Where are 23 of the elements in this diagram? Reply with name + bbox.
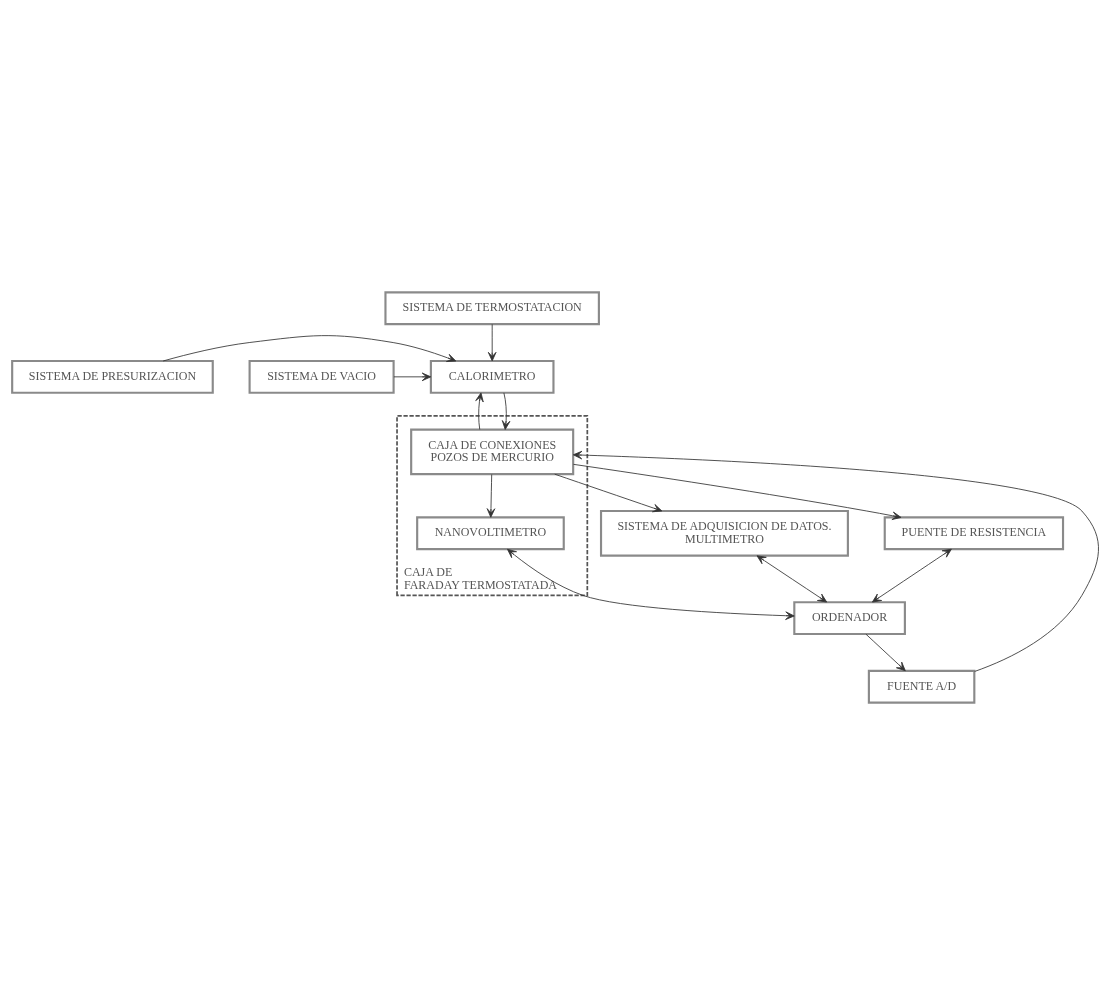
node-box: ORDENADOR xyxy=(793,601,906,636)
arrow xyxy=(865,633,906,672)
node-box: FUENTE A/D xyxy=(867,669,976,704)
node-box: SISTEMA DE PRESURIZACION xyxy=(11,359,214,394)
arrow xyxy=(487,323,497,362)
arrow xyxy=(475,392,484,430)
arrow xyxy=(501,392,511,430)
node-box: CALORIMETRO xyxy=(429,359,555,394)
arrow xyxy=(162,335,457,362)
arrow xyxy=(393,372,432,382)
node-box: SISTEMA DE ADQUISICION DE DATOS. MULTIMETRO xyxy=(599,509,849,557)
node-box: SISTEMA DE VACIO xyxy=(248,359,395,394)
arrow xyxy=(572,450,1099,672)
node-box: PUENTE DE RESISTENCIA xyxy=(883,516,1065,551)
arrow xyxy=(486,474,496,518)
arrow xyxy=(554,473,663,513)
node-box: SISTEMA DE TERMOSTATACION xyxy=(384,291,600,326)
node-box: NANOVOLTIMETRO xyxy=(416,516,565,551)
arrow xyxy=(756,555,828,603)
arrow xyxy=(573,463,902,520)
node-box: CAJA DE CONEXIONES POZOS DE MERCURIO xyxy=(410,428,575,476)
arrow xyxy=(507,548,795,620)
arrow xyxy=(871,548,952,603)
